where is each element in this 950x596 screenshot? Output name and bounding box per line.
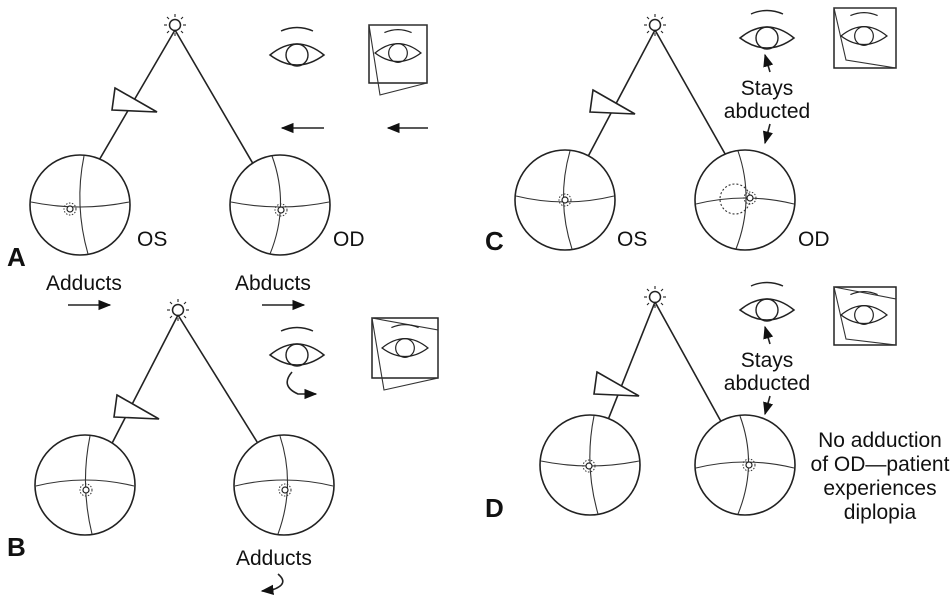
panel-b: B Adducts	[7, 298, 439, 595]
prism-box-icon	[833, 286, 897, 346]
od-label: OD	[333, 228, 365, 251]
stays-label: Stays	[741, 349, 794, 372]
right-globe	[229, 154, 331, 256]
left-globe	[29, 154, 131, 256]
panel-d: D Stays abducted No adduction of OD—pati…	[485, 281, 950, 524]
prism-icon	[113, 394, 160, 420]
eye-icon	[739, 9, 795, 50]
prism-icon	[589, 89, 636, 115]
prism-box-icon	[368, 24, 428, 96]
arrow-icon	[260, 573, 284, 595]
arrow-icon	[763, 53, 774, 73]
light-source-icon	[643, 285, 667, 309]
panel-letter-b: B	[7, 532, 26, 562]
prism-box-icon	[371, 317, 439, 391]
adducts-label: Adducts	[46, 272, 122, 295]
panel-a: A OS OD Adducts Abducts	[7, 13, 428, 311]
panel-c: C OS OD Stays abducted	[485, 7, 897, 256]
panel-letter-c: C	[485, 226, 504, 256]
panel-letter-a: A	[7, 242, 26, 272]
note-line-2: of OD—patient	[811, 453, 950, 476]
right-globe	[694, 414, 796, 516]
light-source-icon	[163, 13, 187, 37]
panel-letter-d: D	[485, 493, 504, 523]
arrow-icon	[286, 371, 318, 400]
adducts-label: Adducts	[236, 547, 312, 570]
right-globe	[233, 434, 335, 536]
note-line-4: diplopia	[844, 501, 917, 524]
abducted-label: abducted	[724, 100, 810, 123]
left-globe	[539, 414, 641, 516]
arrow-icon	[763, 395, 774, 416]
right-globe	[694, 149, 796, 251]
light-source-icon	[166, 298, 190, 322]
prism-icon	[111, 87, 158, 113]
note-line-1: No adduction	[818, 429, 942, 452]
os-label: OS	[137, 228, 167, 251]
od-label: OD	[798, 228, 830, 251]
stays-label: Stays	[741, 77, 794, 100]
arrow-icon	[762, 123, 773, 145]
abducted-label: abducted	[724, 372, 810, 395]
light-source-icon	[643, 13, 667, 37]
left-globe	[514, 149, 616, 251]
left-globe	[34, 434, 136, 536]
prism-icon	[593, 371, 640, 397]
eye-icon	[269, 26, 325, 67]
os-label: OS	[617, 228, 647, 251]
arrow-icon	[763, 325, 774, 345]
prism-box-icon	[833, 7, 897, 69]
eye-icon	[739, 281, 795, 322]
note-line-3: experiences	[823, 477, 936, 500]
eye-icon	[269, 326, 325, 367]
abducts-label: Abducts	[235, 272, 311, 295]
